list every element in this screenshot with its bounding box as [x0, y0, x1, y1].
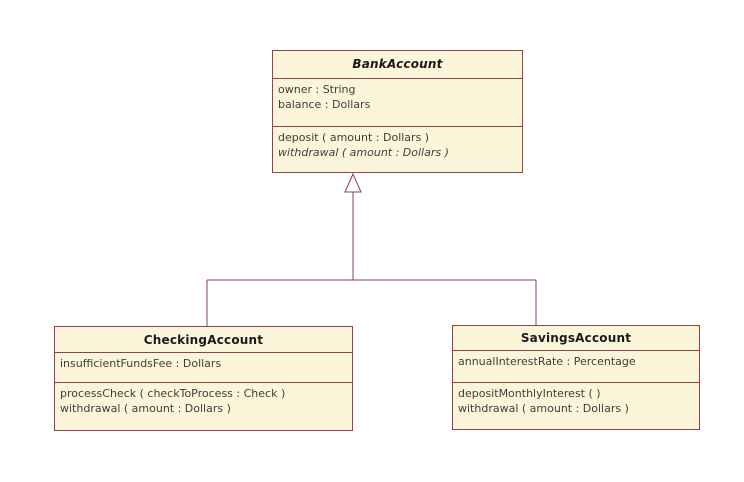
attribute-balance: balance : Dollars: [278, 97, 371, 111]
attribute-annualinterestrate: annualInterestRate : Percentage: [458, 355, 636, 369]
operations-compartment-checkingaccount: processCheck ( checkToProcess : Check ) …: [55, 383, 352, 430]
operation-depositmonthlyinterest: depositMonthlyInterest ( ): [458, 386, 601, 400]
operations-compartment-bankaccount: deposit ( amount : Dollars ) withdrawal …: [273, 127, 522, 172]
operations-compartment-savingsaccount: depositMonthlyInterest ( ) withdrawal ( …: [453, 383, 699, 429]
operation-withdrawal-checking: withdrawal ( amount : Dollars ): [60, 401, 231, 415]
class-title-bankaccount: BankAccount: [273, 51, 522, 79]
operation-deposit: deposit ( amount : Dollars ): [278, 130, 430, 144]
attributes-compartment-checkingaccount: insufficientFundsFee : Dollars: [55, 353, 352, 383]
attributes-compartment-savingsaccount: annualInterestRate : Percentage: [453, 351, 699, 383]
generalization-arrowhead-icon: [344, 172, 362, 193]
class-box-savingsaccount: SavingsAccount annualInterestRate : Perc…: [452, 325, 700, 430]
operation-withdrawal-abstract: withdrawal ( amount : Dollars ): [278, 145, 449, 159]
class-box-bankaccount: BankAccount owner : String balance : Dol…: [272, 50, 523, 173]
class-box-checkingaccount: CheckingAccount insufficientFundsFee : D…: [54, 326, 353, 431]
attributes-compartment-bankaccount: owner : String balance : Dollars: [273, 79, 522, 127]
operation-withdrawal-savings: withdrawal ( amount : Dollars ): [458, 401, 629, 415]
class-title-checkingaccount: CheckingAccount: [55, 327, 352, 354]
operation-processcheck: processCheck ( checkToProcess : Check ): [60, 386, 286, 400]
attribute-owner: owner : String: [278, 82, 356, 96]
attribute-insufficientfundsfee: insufficientFundsFee : Dollars: [60, 357, 222, 371]
class-title-savingsaccount: SavingsAccount: [453, 326, 699, 352]
